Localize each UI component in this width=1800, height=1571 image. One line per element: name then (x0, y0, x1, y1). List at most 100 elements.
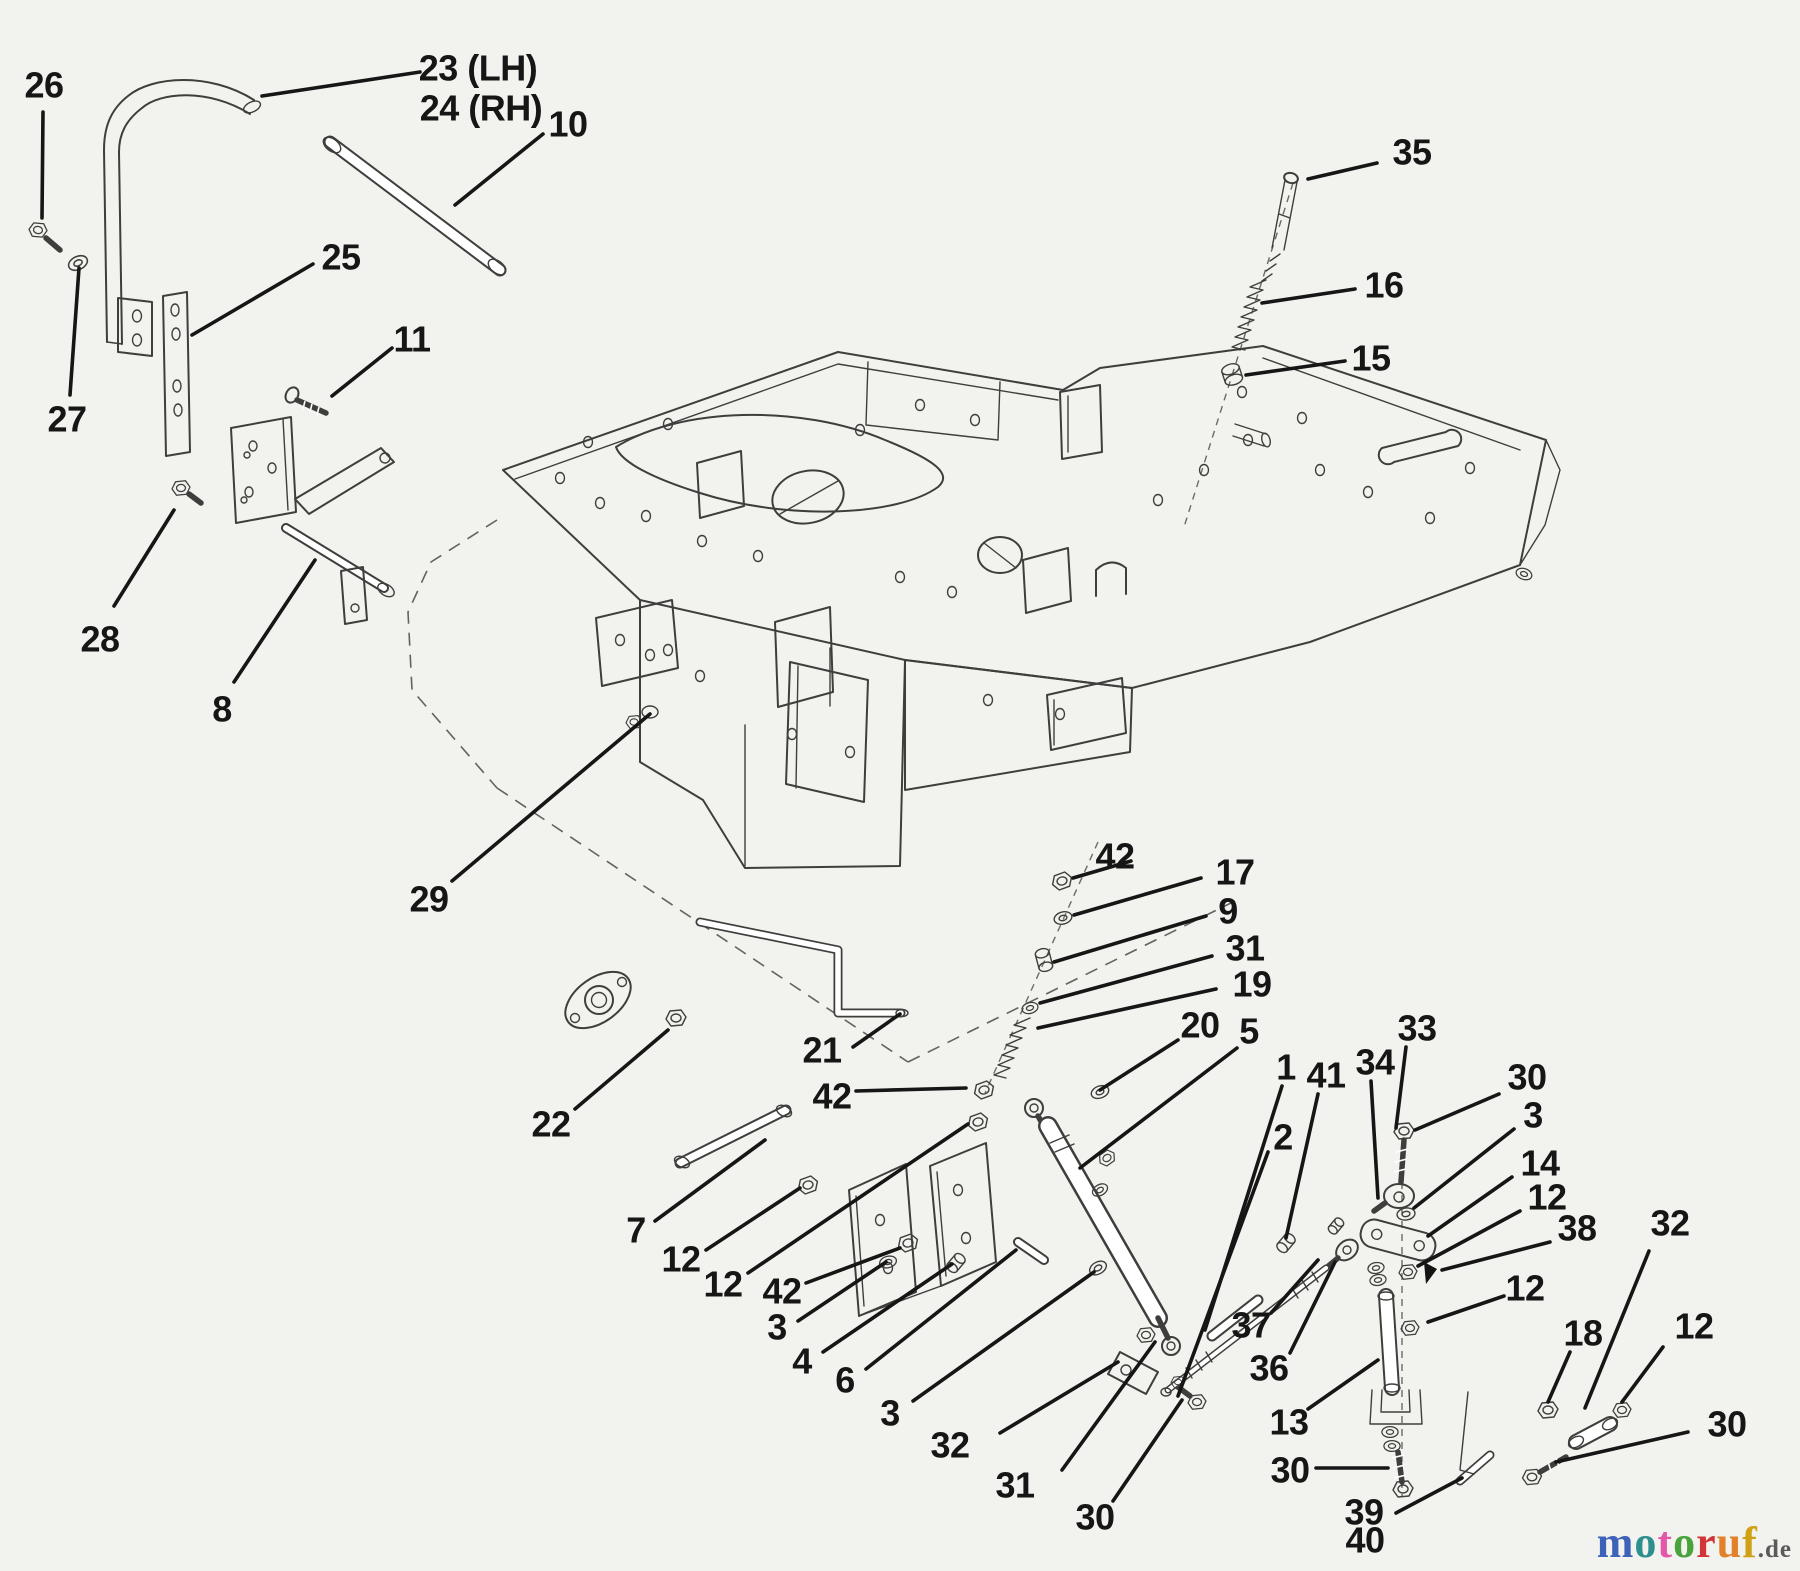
leader-line-38 (1440, 1240, 1552, 1272)
callout-label-19: 19 (1232, 964, 1271, 1005)
bolt-28 (171, 480, 204, 506)
leader-line-11 (330, 346, 394, 398)
bent-rod-21 (695, 917, 909, 1018)
frame-body (502, 345, 1561, 869)
callout-label-4: 4 (792, 1341, 812, 1382)
callout-label-13: 13 (1269, 1402, 1308, 1443)
trunnion-cluster (1459, 1391, 1632, 1486)
callout-label-30: 30 (1075, 1497, 1114, 1538)
watermark-letter: f (1742, 1518, 1758, 1567)
push-rod-7 (673, 1104, 793, 1169)
callout-label-12: 12 (1674, 1306, 1713, 1347)
callout-label-38: 38 (1557, 1208, 1596, 1249)
leader-line-30 (1554, 1430, 1690, 1464)
callout-label-9: 9 (1218, 891, 1238, 932)
callout-label-7: 7 (626, 1210, 646, 1251)
pivot-bracket-cluster (795, 1110, 1049, 1317)
leader-line-18 (1546, 1350, 1572, 1404)
leader-line-12 (1416, 1209, 1522, 1268)
spring-rod-axis-upper (1183, 182, 1294, 528)
callout-label-15: 15 (1351, 338, 1391, 379)
callout-label-8: 8 (212, 689, 232, 730)
transport-rod-10 (322, 135, 507, 277)
callout-label-12: 12 (1505, 1268, 1544, 1309)
leader-line-16 (1260, 287, 1357, 305)
watermark: motoruf.de (1597, 1521, 1792, 1565)
leader-line-32 (998, 1360, 1120, 1435)
watermark-letter: o (1634, 1518, 1658, 1567)
leader-line-4 (821, 1262, 954, 1354)
callout-label-1: 1 (1276, 1047, 1296, 1088)
nut-12-target-2 (795, 1173, 821, 1197)
callout-label-20: 20 (1180, 1005, 1219, 1046)
leader-line-29 (450, 712, 652, 883)
watermark-letter: m (1596, 1518, 1635, 1567)
bolt-11 (284, 386, 329, 416)
spring-16 (1231, 279, 1267, 351)
callout-label-22: 22 (531, 1104, 570, 1145)
callout-label-27: 27 (47, 399, 86, 440)
frame-large-hole (771, 469, 845, 525)
leader-line-10 (453, 132, 545, 207)
callout-label-18: 18 (1563, 1313, 1602, 1354)
callout-label-3: 3 (880, 1393, 900, 1434)
callout-label-17: 17 (1215, 852, 1254, 893)
leader-line-39 (1394, 1476, 1464, 1515)
callout-label-32: 32 (1650, 1203, 1689, 1244)
leader-line-17 (1072, 876, 1203, 917)
callout-label-2: 2 (1273, 1117, 1293, 1158)
leader-line-42 (854, 1086, 968, 1093)
callout-label-30: 30 (1507, 1057, 1546, 1098)
leader-line-12 (746, 1122, 970, 1275)
callout-label-40: 40 (1345, 1520, 1384, 1561)
frame-slot (1377, 428, 1463, 466)
callout-label-29: 29 (409, 879, 448, 920)
callout-label-5: 5 (1239, 1011, 1259, 1052)
leader-line-27 (68, 266, 81, 397)
leader-line-28 (112, 508, 176, 608)
callout-label-25: 25 (321, 237, 361, 278)
leader-line-34 (1369, 1079, 1380, 1200)
pivot-shaft-assembly-8 (230, 416, 395, 625)
callout-label-16: 16 (1364, 265, 1403, 306)
callout-label-42: 42 (1095, 836, 1134, 877)
leader-line-9 (1052, 914, 1208, 964)
leader-line-6 (864, 1248, 1018, 1371)
frame-holes (554, 385, 1476, 759)
adjustment-rod-assembly (1160, 1217, 1359, 1397)
frame-bolt-29-target (641, 705, 659, 719)
callout-label-26: 26 (24, 65, 63, 106)
leader-line-32 (1583, 1249, 1651, 1410)
pin-39-40 (1455, 1450, 1495, 1486)
callout-label-36: 36 (1249, 1348, 1288, 1389)
watermark-suffix: .de (1757, 1536, 1792, 1563)
flange-bearing-22 (564, 970, 687, 1030)
callout-label-12: 12 (661, 1239, 700, 1280)
leader-line-35 (1306, 161, 1379, 181)
leader-line-14 (1426, 1175, 1514, 1238)
leader-line-5 (1078, 1046, 1239, 1170)
callout-label-21: 21 (802, 1030, 842, 1071)
leader-line-2 (1176, 1150, 1270, 1398)
watermark-letter: t (1657, 1518, 1674, 1567)
pointer-38 (1424, 1262, 1437, 1284)
leader-line-25 (190, 262, 315, 337)
vertical-link-cluster (1359, 1122, 1437, 1498)
leader-line-20 (1098, 1038, 1180, 1092)
callout-label-31: 31 (1225, 928, 1265, 969)
leader-line-41 (1284, 1092, 1320, 1240)
spacer-41 (1276, 1232, 1296, 1254)
leader-line-21 (851, 1012, 902, 1049)
callout-label-42: 42 (812, 1076, 851, 1117)
leader-line-7 (653, 1138, 767, 1223)
callout-label-42: 42 (762, 1271, 801, 1312)
leader-line-31 (1038, 954, 1214, 1005)
leader-line-3 (1412, 1127, 1516, 1210)
callout-label-34: 34 (1355, 1042, 1395, 1083)
frame-round-hole (977, 536, 1023, 574)
frame-u-notch (1095, 561, 1127, 597)
leader-line-12 (1620, 1345, 1665, 1404)
callout-label-11: 11 (393, 319, 431, 360)
